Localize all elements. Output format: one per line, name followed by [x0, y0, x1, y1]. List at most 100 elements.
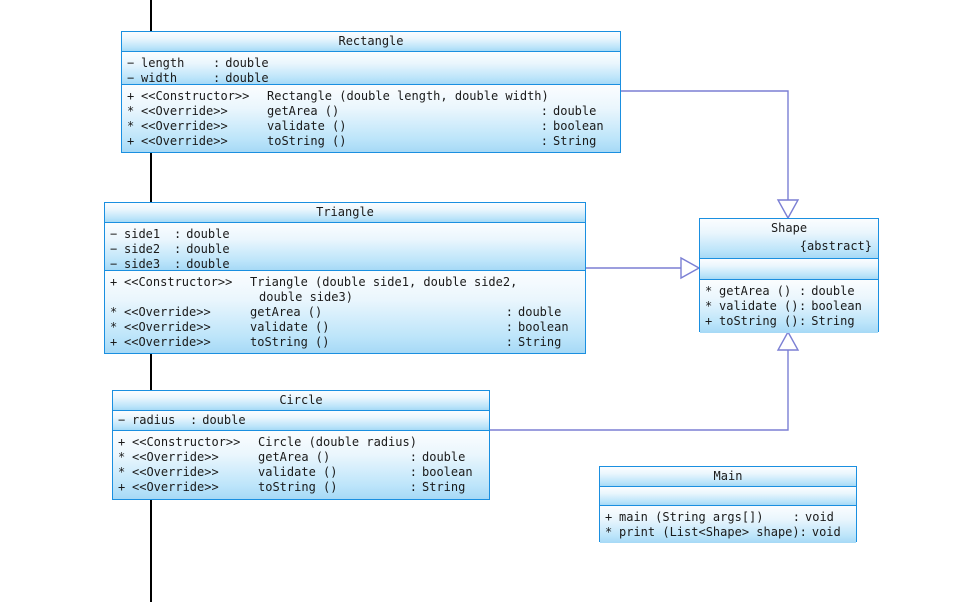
- attribute-row: − side1 : double: [105, 227, 585, 242]
- operation-signature: getArea (): [719, 284, 792, 298]
- attribute-row: − radius : double: [113, 413, 489, 428]
- operation-signature: toString (): [250, 335, 330, 349]
- operation-return-type: double: [422, 450, 466, 464]
- operation-separator: :: [505, 320, 513, 334]
- attribute-type: double: [225, 71, 269, 85]
- visibility-marker: −: [110, 242, 118, 256]
- attribute-name: side2: [124, 242, 161, 256]
- attribute-row: − side2 : double: [105, 242, 585, 257]
- visibility-marker: +: [705, 314, 713, 328]
- attributes-compartment-main: [600, 487, 856, 506]
- visibility-marker: +: [118, 435, 126, 449]
- operation-stereotype: <<Override>>: [132, 480, 219, 494]
- class-name-main: Main: [713, 469, 743, 483]
- operation-row: + <<Override>> toString () : String: [105, 335, 585, 350]
- class-abstract-marker: {abstract}: [799, 239, 872, 253]
- operation-signature: validate (): [719, 299, 799, 313]
- operation-return-type: boolean: [422, 465, 473, 479]
- generalization-circle-to-shape: [490, 330, 800, 431]
- class-name-shape: Shape: [770, 221, 808, 235]
- visibility-marker: +: [110, 335, 118, 349]
- attribute-name: side1: [124, 227, 161, 241]
- visibility-marker: *: [605, 525, 613, 539]
- operations-compartment-rectangle: + <<Constructor>> Rectangle (double leng…: [122, 85, 620, 152]
- attribute-separator: :: [190, 413, 198, 427]
- attribute-separator: :: [174, 257, 182, 271]
- operation-return-type: String: [811, 314, 855, 328]
- class-header-main: Main: [600, 467, 856, 487]
- operation-signature: validate (): [258, 465, 338, 479]
- class-name-rectangle: Rectangle: [338, 34, 404, 48]
- generalization-rectangle-to-shape: [621, 90, 800, 220]
- operation-return-type: double: [553, 104, 597, 118]
- attributes-compartment-rectangle: − length : double − width : double: [122, 52, 620, 85]
- operation-row: + main (String args[]) : void: [600, 510, 856, 525]
- operation-separator: :: [799, 525, 807, 539]
- attribute-row: − width : double: [122, 71, 620, 85]
- operation-row: * <<Override>> getArea () : double: [122, 104, 620, 119]
- visibility-marker: *: [705, 284, 713, 298]
- operation-separator: :: [799, 314, 807, 328]
- operation-stereotype: <<Override>>: [141, 134, 228, 148]
- operation-separator: :: [792, 510, 800, 524]
- operation-signature: main (String args[]): [619, 510, 764, 524]
- attribute-type: double: [186, 227, 230, 241]
- operation-separator: :: [505, 305, 513, 319]
- operation-row: + toString () : String: [700, 314, 878, 329]
- visibility-marker: +: [605, 510, 613, 524]
- operation-separator: :: [409, 465, 417, 479]
- operation-stereotype: <<Override>>: [124, 320, 211, 334]
- operation-separator: :: [505, 335, 513, 349]
- visibility-marker: +: [127, 89, 135, 103]
- operation-return-type: String: [518, 335, 562, 349]
- operation-stereotype: <<Constructor>>: [141, 89, 250, 103]
- operation-row: * getArea () : double: [700, 284, 878, 299]
- attributes-compartment-circle: − radius : double: [113, 411, 489, 431]
- operation-separator: :: [799, 284, 807, 298]
- operation-stereotype: <<Override>>: [132, 465, 219, 479]
- operation-stereotype: <<Override>>: [141, 104, 228, 118]
- class-header-rectangle: Rectangle: [122, 32, 620, 52]
- attributes-compartment-shape: [700, 259, 878, 280]
- visibility-marker: *: [118, 465, 126, 479]
- class-box-main[interactable]: Main + main (String args[]) : void * pri…: [599, 466, 857, 543]
- operation-row: * validate () : boolean: [700, 299, 878, 314]
- operation-return-type: double: [518, 305, 562, 319]
- operation-stereotype: <<Constructor>>: [132, 435, 241, 449]
- visibility-marker: +: [118, 480, 126, 494]
- operation-stereotype: <<Constructor>>: [124, 275, 233, 289]
- operation-signature: print (List<Shape> shape): [619, 525, 800, 539]
- visibility-marker: *: [118, 450, 126, 464]
- attribute-name: width: [141, 71, 178, 85]
- operation-row: + <<Override>> toString () : String: [113, 480, 489, 495]
- class-box-circle[interactable]: Circle − radius : double + <<Constructor…: [112, 390, 490, 500]
- class-name-triangle: Triangle: [316, 205, 374, 219]
- attributes-compartment-triangle: − side1 : double − side2 : double − side…: [105, 223, 585, 271]
- attribute-name: side3: [124, 257, 161, 271]
- operations-compartment-shape: * getArea () : double * validate () : bo…: [700, 280, 878, 333]
- operation-signature: getArea (): [267, 104, 340, 118]
- class-box-triangle[interactable]: Triangle − side1 : double − side2 : doub…: [104, 202, 586, 354]
- operation-row: + <<Constructor>> Rectangle (double leng…: [122, 89, 620, 104]
- class-box-rectangle[interactable]: Rectangle − length : double − width : do…: [121, 31, 621, 153]
- operation-return-type: double: [811, 284, 855, 298]
- operations-compartment-main: + main (String args[]) : void * print (L…: [600, 506, 856, 543]
- operation-return-type: void: [811, 525, 841, 539]
- operation-signature: validate (): [267, 119, 347, 133]
- operation-row: * <<Override>> validate () : boolean: [122, 119, 620, 134]
- class-header-circle: Circle: [113, 391, 489, 411]
- operation-signature: toString (): [267, 134, 347, 148]
- operation-row: * <<Override>> getArea () : double: [113, 450, 489, 465]
- class-box-shape[interactable]: Shape {abstract} * getArea () : double *…: [699, 218, 879, 333]
- operation-stereotype: <<Override>>: [124, 335, 211, 349]
- operation-row: * <<Override>> getArea () : double: [105, 305, 585, 320]
- operation-row: + <<Constructor>> Triangle (double side1…: [105, 275, 585, 290]
- operation-separator: :: [540, 104, 548, 118]
- operation-stereotype: <<Override>>: [141, 119, 228, 133]
- operation-stereotype: <<Override>>: [124, 305, 211, 319]
- attribute-name: radius: [132, 413, 176, 427]
- operation-row: * <<Override>> validate () : boolean: [113, 465, 489, 480]
- attribute-type: double: [186, 242, 230, 256]
- attribute-type: double: [186, 257, 230, 271]
